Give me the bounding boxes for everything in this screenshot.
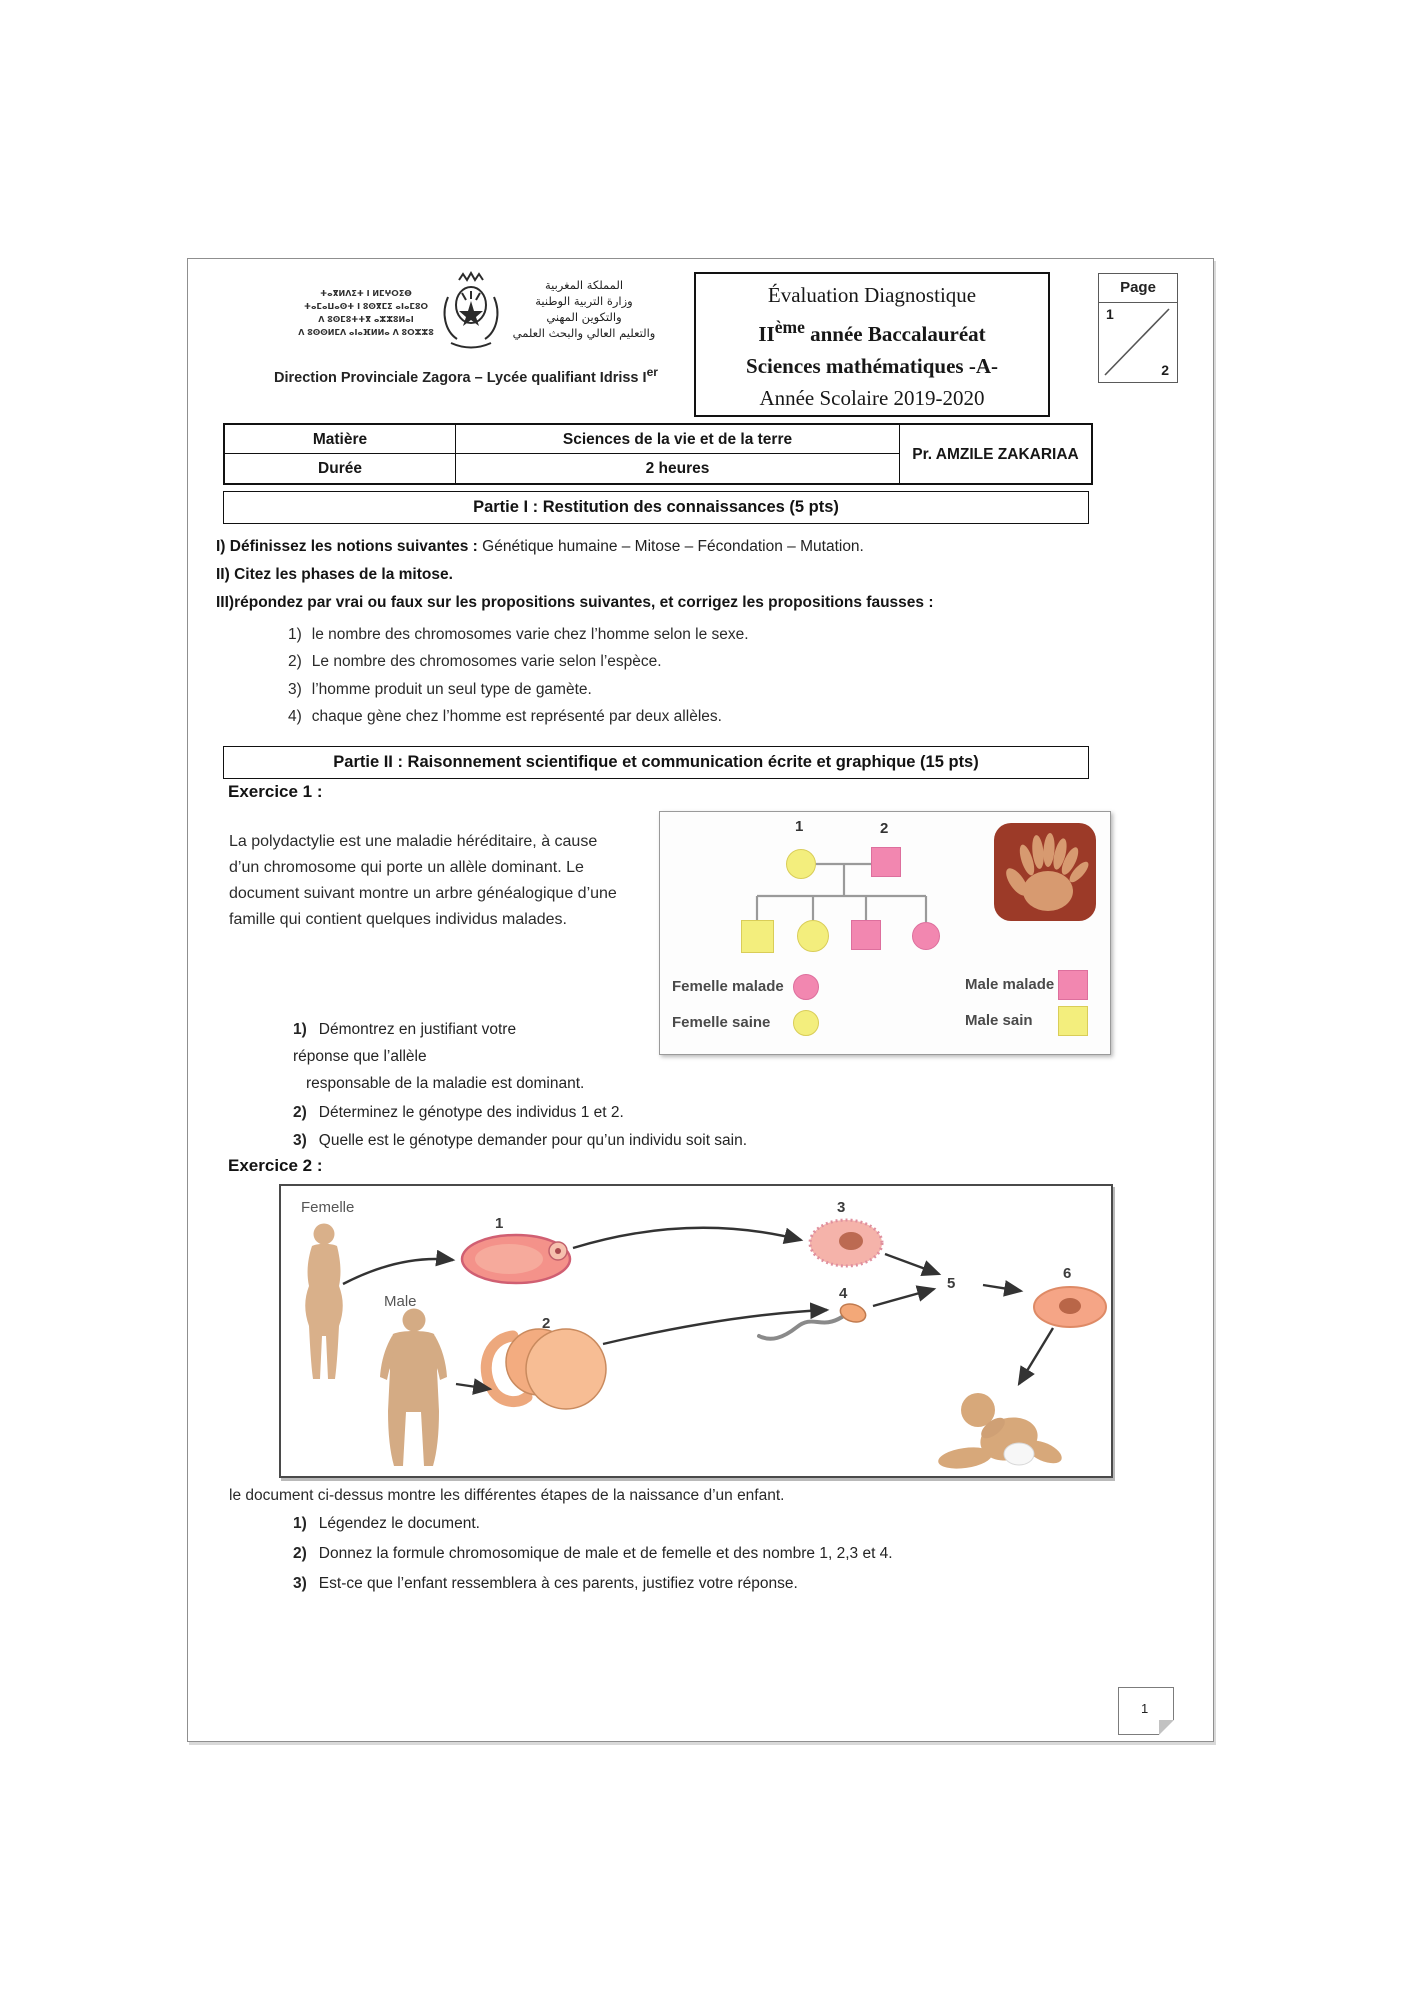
- legend-male-sain-label: Male sain: [965, 1012, 1033, 1029]
- partie1-item2: II) Citez les phases de la mitose.: [216, 566, 453, 583]
- ministry-arabic-text: المملكة المغربية وزارة التربية الوطنية و…: [512, 278, 656, 340]
- pedigree-parent2-sick-male: [871, 847, 901, 877]
- page-count-box: Page 1 2: [1098, 273, 1178, 383]
- polydactyly-hand-photo: [994, 823, 1096, 921]
- exercice2-caption: le document ci-dessus montre les différe…: [229, 1487, 785, 1504]
- partie1-header-bar: Partie I : Restitution des connaissances…: [223, 491, 1089, 524]
- testis-2: [480, 1328, 607, 1410]
- label-male: Male: [384, 1293, 417, 1310]
- pedigree-connector-lines: [755, 862, 928, 922]
- coat-of-arms-logo: [443, 271, 499, 349]
- label-4: 4: [839, 1285, 848, 1302]
- partie1-subitem-1: 1)le nombre des chromosomes varie chez l…: [288, 626, 749, 643]
- reproduction-diagram: Femelle Male 1 2 3 4 5 6: [301, 1199, 1107, 1469]
- pedigree-parent2-number: 2: [880, 820, 889, 837]
- legend-male-malade-label: Male malade: [965, 976, 1055, 993]
- partie1-item3: III)répondez par vrai ou faux sur les pr…: [216, 594, 934, 611]
- exercice2-label: Exercice 2 :: [228, 1156, 323, 1175]
- page-box-total: 2: [1161, 362, 1169, 378]
- pedigree-child4-sick-female: [912, 922, 940, 950]
- exam-title-line2: IIème année Baccalauréat: [758, 317, 986, 346]
- ministry-tifinagh-text: ⵜⴰⴳⵍⴷⵉⵜ ⵏ ⵍⵎⵖⵔⵉⴱ ⵜⴰⵎⴰⵡⴰⵙⵜ ⵏ ⵓⵙⴳⵎⵉ ⴰⵏⴰⵎⵓⵔ…: [298, 289, 434, 337]
- page-box-current: 1: [1106, 306, 1114, 322]
- exam-title-line1: Évaluation Diagnostique: [767, 283, 977, 307]
- exercice1-question1-cont: responsable de la maladie est dominant.: [306, 1075, 585, 1092]
- pedigree-parent1-healthy-female: [786, 849, 816, 879]
- legend-femelle-saine-label: Femelle saine: [672, 1014, 771, 1031]
- info-table-label-duree: Durée: [225, 454, 456, 483]
- partie1-subitem-2: 2)Le nombre des chromosomes varie selon …: [288, 653, 662, 670]
- female-silhouette: [305, 1223, 343, 1379]
- exam-title-box: Évaluation Diagnostique IIème année Bacc…: [694, 272, 1050, 417]
- direction-provinciale-line: Direction Provinciale Zagora – Lycée qua…: [274, 365, 658, 386]
- pedigree-figure: 1 2 Femelle malade Male malade Femelle: [659, 811, 1111, 1055]
- info-table-label-matiere: Matière: [225, 425, 456, 454]
- male-silhouette: [380, 1308, 447, 1466]
- info-table-teacher: Pr. AMZILE ZAKARIAA: [912, 445, 1079, 463]
- partie2-header-bar: Partie II : Raisonnement scientifique et…: [223, 746, 1089, 779]
- label-6: 6: [1063, 1265, 1071, 1282]
- pedigree-child3-sick-male: [851, 920, 881, 950]
- baby-silhouette: [938, 1393, 1062, 1469]
- exercice1-question2: 2)Déterminez le génotype des individus 1…: [293, 1104, 624, 1121]
- exercice1-paragraph: La polydactylie est une maladie hérédita…: [229, 833, 617, 928]
- label-2: 2: [542, 1315, 550, 1332]
- page-box-label: Page: [1099, 274, 1177, 303]
- label-1: 1: [495, 1215, 503, 1232]
- partie1-subitem-3: 3)l’homme produit un seul type de gamète…: [288, 681, 592, 698]
- pedigree-parent1-number: 1: [795, 818, 804, 835]
- info-table-value-matiere: Sciences de la vie et de la terre: [456, 425, 900, 454]
- egg-cell-1: [460, 1233, 572, 1285]
- label-5: 5: [947, 1275, 955, 1292]
- exercice1-label: Exercice 1 :: [228, 782, 323, 801]
- partie1-item1: I) Définissez les notions suivantes : Gé…: [216, 538, 864, 555]
- page-number-badge: 1: [1118, 1687, 1174, 1735]
- label-femelle: Femelle: [301, 1199, 354, 1216]
- zygote-cell-6: [1033, 1286, 1107, 1328]
- sperm-cell-4: [757, 1303, 867, 1341]
- exercice2-figure: Femelle Male 1 2 3 4 5 6: [279, 1184, 1113, 1478]
- flow-arrows: [342, 1226, 1055, 1395]
- legend-femelle-saine-symbol: [793, 1010, 819, 1036]
- legend-femelle-malade-label: Femelle malade: [672, 978, 784, 995]
- ovule-cell-3: [808, 1218, 884, 1268]
- pedigree-child2-healthy-female: [797, 920, 829, 952]
- partie1-subitem-4: 4)chaque gène chez l’homme est représent…: [288, 708, 722, 725]
- page-box-diagonal: [1104, 308, 1170, 376]
- exercice2-question3: 3)Est-ce que l’enfant ressemblera à ces …: [293, 1575, 798, 1592]
- label-3: 3: [837, 1199, 845, 1216]
- exercice2-question2: 2)Donnez la formule chromosomique de mal…: [293, 1545, 893, 1562]
- exam-title-line3: Sciences mathématiques -A-: [746, 354, 998, 378]
- info-table: Matière Sciences de la vie et de la terr…: [223, 423, 1093, 485]
- pedigree-child1-healthy-male: [741, 920, 774, 953]
- exercice1-question3: 3)Quelle est le génotype demander pour q…: [293, 1132, 748, 1149]
- exercice1-question1: 1)Démontrez en justifiant votre réponse …: [293, 1021, 517, 1065]
- exam-title-line4: Année Scolaire 2019-2020: [759, 386, 985, 410]
- legend-male-sain-symbol: [1058, 1006, 1088, 1036]
- exercice2-question1: 1)Légendez le document.: [293, 1515, 480, 1532]
- legend-male-malade-symbol: [1058, 970, 1088, 1000]
- legend-femelle-malade-symbol: [793, 974, 819, 1000]
- info-table-value-duree: 2 heures: [456, 454, 900, 483]
- page-frame: ⵜⴰⴳⵍⴷⵉⵜ ⵏ ⵍⵎⵖⵔⵉⴱ ⵜⴰⵎⴰⵡⴰⵙⵜ ⵏ ⵓⵙⴳⵎⵉ ⴰⵏⴰⵎⵓⵔ…: [187, 258, 1214, 1742]
